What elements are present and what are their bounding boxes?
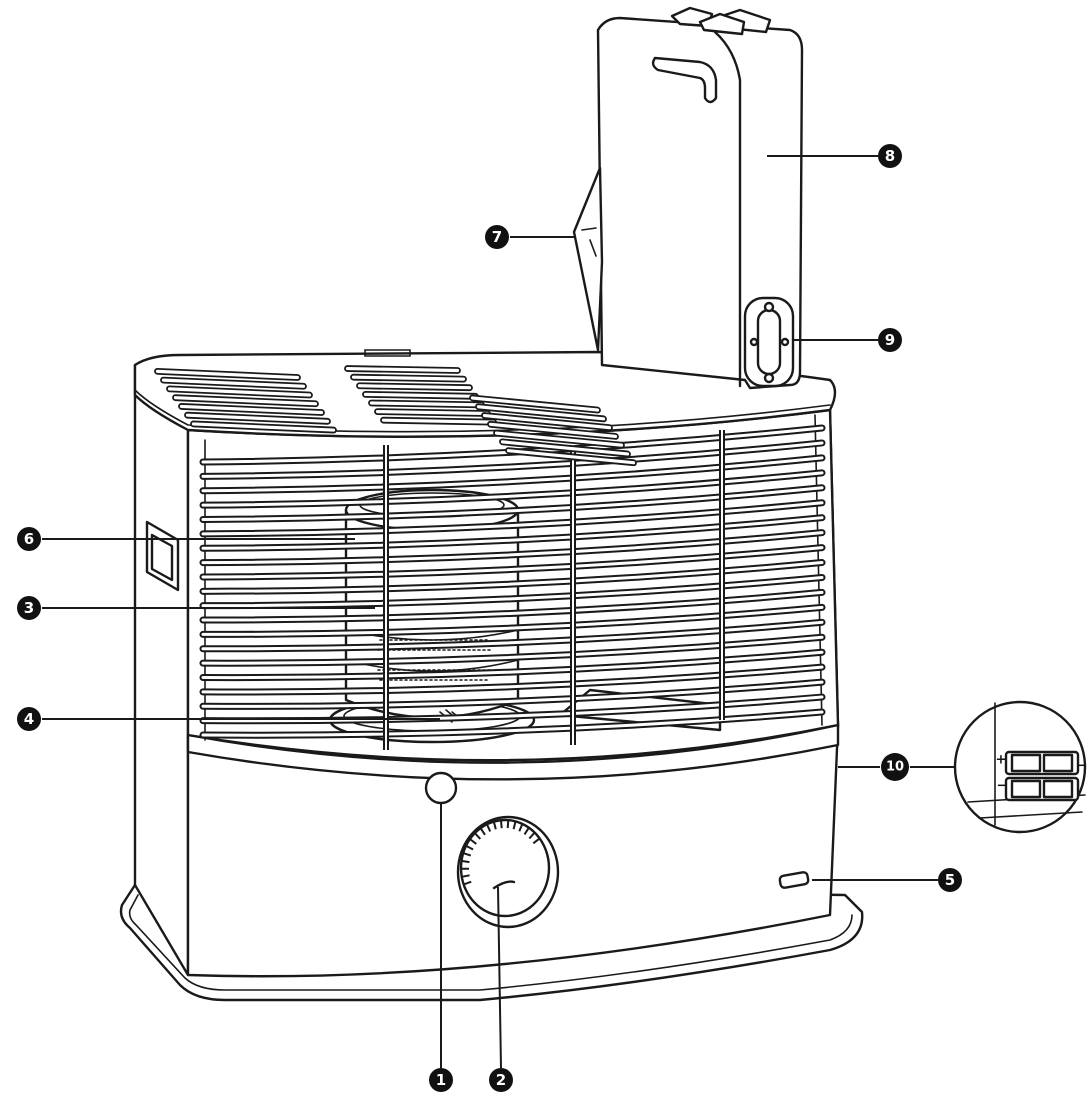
guard-bar-highlight <box>201 531 824 565</box>
knob-ridge <box>512 821 517 830</box>
vent-slot <box>368 399 485 409</box>
knob-ridge <box>469 838 477 845</box>
svg-text:5: 5 <box>945 871 955 889</box>
guard-bar-highlight <box>201 441 824 478</box>
guard-bar-highlight <box>201 561 824 593</box>
knob-ridge <box>462 852 472 857</box>
battery-compartment <box>1004 750 1080 802</box>
vent-slot <box>166 385 313 399</box>
vent-slot <box>487 420 619 440</box>
knob-ridges <box>460 820 541 886</box>
guard-bar-highlight <box>201 650 824 680</box>
callout-7: 7 <box>485 225 509 249</box>
vent-slot <box>172 394 319 408</box>
vent-slot <box>362 390 479 400</box>
guard-bar-highlight <box>201 501 824 536</box>
guard-bar-highlight <box>201 665 824 694</box>
guard-bar-highlight <box>201 695 824 723</box>
guard-bar-highlight <box>201 605 824 636</box>
window-indicator <box>778 871 810 889</box>
burner-perforations <box>375 639 495 681</box>
guard-bar-highlight <box>201 710 824 737</box>
guard-bar-highlight <box>201 456 824 493</box>
knob-ridge <box>479 827 486 836</box>
svg-text:10: 10 <box>886 760 904 775</box>
vent-slot <box>344 365 461 374</box>
knob-ridge <box>506 820 510 829</box>
vent-slot <box>356 382 473 392</box>
knob-ridge <box>485 823 492 832</box>
vent-slot <box>475 403 607 423</box>
vent-slot <box>499 438 631 458</box>
fuel-tank <box>596 6 804 390</box>
vent-slot <box>380 416 497 426</box>
vent-slot <box>481 412 613 432</box>
callout-6: 6 <box>17 527 41 551</box>
guard-bar-highlight <box>201 575 824 608</box>
guard-bar-highlight <box>201 635 824 665</box>
knob-ridge <box>492 821 497 830</box>
knob-ridge <box>523 827 530 835</box>
vent-slot <box>190 420 337 434</box>
guard-bar-highlight <box>201 546 824 579</box>
vent-slot <box>374 408 491 417</box>
heater-guard <box>199 424 826 750</box>
guard-bar-highlight <box>201 516 824 550</box>
vent-slot <box>350 373 467 383</box>
minus-sign-right: − <box>1077 759 1088 774</box>
top-vents <box>154 365 637 467</box>
minus-sign: − <box>997 779 1008 794</box>
knob-ridge <box>461 859 470 864</box>
svg-text:8: 8 <box>885 147 895 165</box>
knob-ridge <box>463 880 472 886</box>
tank-cap <box>572 166 604 352</box>
callout-3: 3 <box>17 596 41 620</box>
knob-ridge <box>500 820 503 829</box>
control-knob[interactable] <box>456 815 560 929</box>
battery-inset: + − − <box>953 700 1088 834</box>
guard-bar-highlight <box>201 620 824 651</box>
guard-bar-highlight <box>201 486 824 521</box>
vent-slot <box>178 403 325 416</box>
vent-slot <box>469 394 601 414</box>
svg-text:4: 4 <box>24 710 34 728</box>
fuel-gauge <box>743 296 795 388</box>
callout-2: 2 <box>489 1068 513 1092</box>
guard-bar-highlight <box>201 590 824 622</box>
vent-slot <box>154 367 301 381</box>
svg-text:2: 2 <box>496 1071 506 1089</box>
knob-ridge <box>528 831 536 840</box>
callout-5: 5 <box>938 868 962 892</box>
knob-ridge <box>532 837 541 845</box>
svg-text:3: 3 <box>24 599 34 617</box>
ignition-button[interactable] <box>424 771 458 805</box>
knob-ridge <box>465 844 474 851</box>
svg-text:9: 9 <box>885 331 895 349</box>
vent-slot <box>160 376 307 390</box>
callout-8: 8 <box>878 144 902 168</box>
knob-ridge <box>474 832 482 840</box>
knob-ridge <box>461 874 470 878</box>
callout-1: 1 <box>429 1068 453 1092</box>
plus-sign: + <box>996 753 1007 768</box>
svg-text:7: 7 <box>492 228 502 246</box>
svg-text:1: 1 <box>436 1071 446 1089</box>
svg-text:6: 6 <box>24 530 34 548</box>
guard-bar-highlight <box>201 471 824 507</box>
vent-slot <box>505 447 637 467</box>
vent-slot <box>493 429 625 449</box>
leader-lines <box>42 155 955 1069</box>
callout-10: 10 <box>881 753 909 781</box>
vent-slot <box>184 411 331 425</box>
guard-bar-highlight <box>201 680 824 708</box>
callout-9: 9 <box>878 328 902 352</box>
callout-4: 4 <box>17 707 41 731</box>
knob-ridge <box>518 823 524 832</box>
